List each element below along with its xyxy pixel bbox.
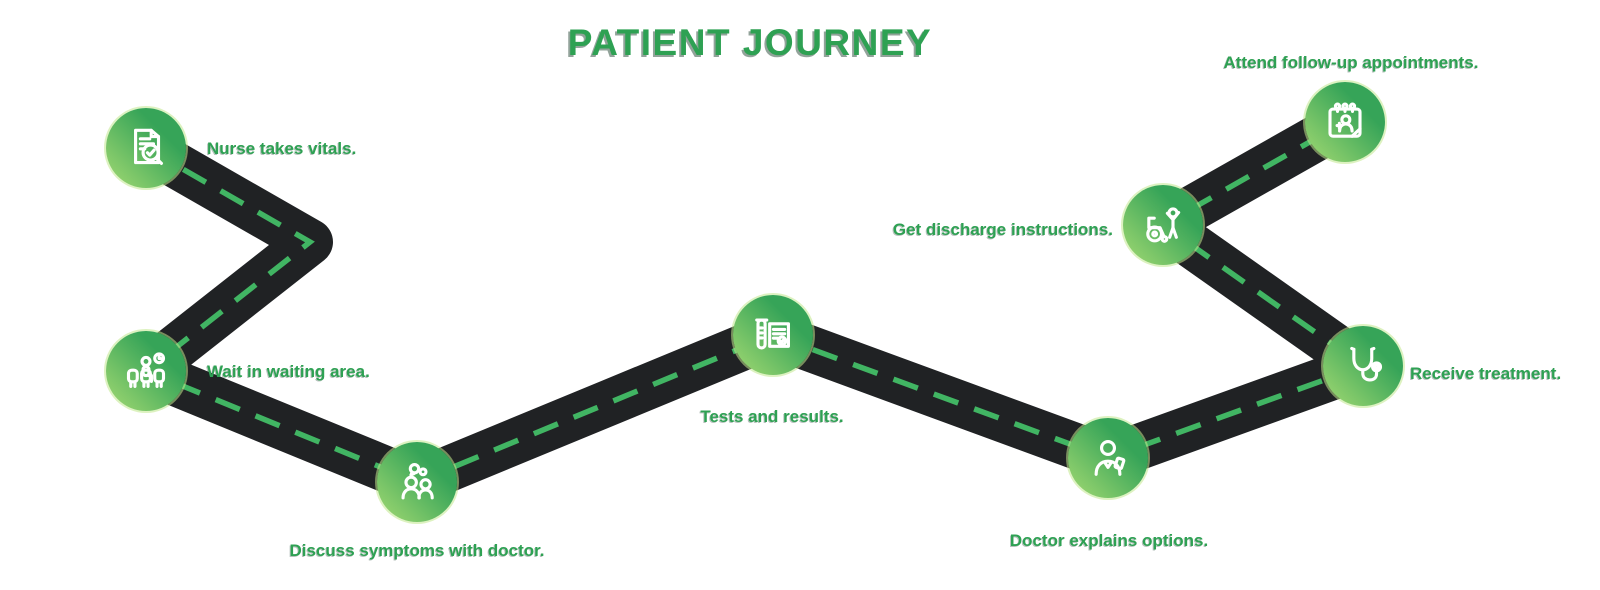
step-label-followup: Attend follow-up appointments. (1223, 53, 1479, 72)
step-node-treatment (1323, 326, 1403, 406)
step-label-tests: Tests and results. (700, 407, 844, 426)
discharge-wheelchair-icon (1146, 207, 1181, 243)
step-node-doctor-explains (1068, 418, 1148, 498)
step-node-tests (733, 295, 813, 375)
step-label-discuss: Discuss symptoms with doctor. (289, 541, 545, 560)
page-title: PATIENT JOURNEY (567, 22, 933, 63)
calendar-appointment-icon (1328, 102, 1362, 138)
step-label-discharge: Get discharge instructions. (892, 220, 1113, 239)
stethoscope-icon (1350, 346, 1383, 382)
doctor-icon (1094, 439, 1126, 476)
step-node-discuss (377, 442, 457, 522)
test-results-icon (755, 318, 790, 350)
step-node-followup (1305, 82, 1385, 162)
waiting-room-icon (126, 352, 166, 388)
step-label-doctor-explains: Doctor explains options. (1009, 531, 1209, 550)
report-magnifier-icon (134, 128, 163, 165)
step-label-treatment: Receive treatment. (1410, 364, 1562, 383)
step-label-vitals: Nurse takes vitals. (207, 139, 357, 158)
step-node-vitals (106, 108, 186, 188)
conversation-icon (401, 462, 434, 500)
step-label-waiting: Wait in waiting area. (207, 362, 370, 381)
step-node-waiting (106, 331, 186, 411)
step-node-discharge (1123, 185, 1203, 265)
